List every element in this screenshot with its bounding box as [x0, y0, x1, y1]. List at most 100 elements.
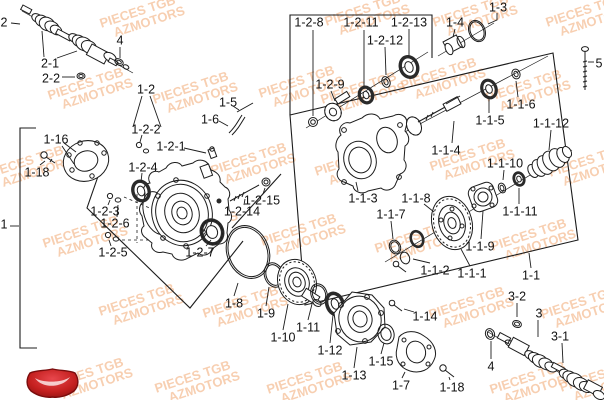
part-label-3: 3	[536, 307, 543, 321]
leader-line-1-1-9	[480, 210, 484, 240]
bolt-1-18-bottom	[439, 364, 455, 378]
washer-4-front	[114, 58, 130, 70]
part-label-1-2-9: 1-2-9	[315, 78, 344, 92]
leader-line-1-2-3	[107, 199, 111, 206]
part-label-2-1: 2-1	[41, 57, 59, 71]
leader-line-1-2-9	[330, 90, 336, 102]
part-label-1-2-7: 1-2-7	[185, 246, 214, 260]
part-label-1-16: 1-16	[43, 133, 68, 147]
gear-assembly-1-10	[276, 258, 322, 307]
part-label-1-1-5: 1-1-5	[475, 114, 504, 128]
part-label-1-1-8: 1-1-8	[401, 192, 430, 206]
bearing-1-2-11	[357, 85, 375, 105]
part-label-1: 1	[1, 218, 8, 232]
part-label-1-1-1: 1-1-1	[457, 267, 486, 281]
leader-line-1-13	[353, 346, 358, 369]
bearing-1-2-7	[199, 218, 225, 246]
leader-line-1-7	[401, 371, 406, 379]
part-label-1-5: 1-5	[219, 96, 237, 110]
leader-line-1-4	[452, 28, 456, 38]
pinion-bearing-set	[480, 68, 521, 100]
leader-line-1-11	[307, 303, 313, 321]
part-label-1-1: 1-1	[522, 269, 540, 283]
leader-line-2-1	[41, 30, 45, 58]
part-label-1-1-6: 1-1-6	[506, 98, 535, 112]
differential-subassembly-box	[289, 52, 579, 306]
part-label-1-8: 1-8	[225, 297, 243, 311]
leader-line-2-1	[56, 50, 78, 59]
boot-1-1-12	[527, 145, 573, 178]
seal-1-2-13	[398, 55, 420, 79]
leader-line-1-10	[282, 303, 289, 331]
leader-line-1-18-top	[39, 160, 46, 166]
part-label-1-1-10: 1-1-10	[487, 157, 523, 171]
part-label-1-2-6: 1-2-6	[100, 217, 129, 231]
part-label-1-1-9: 1-1-9	[465, 240, 494, 254]
leader-line-1-2-7	[205, 239, 212, 247]
leader-line-1-15	[380, 342, 385, 355]
part-label-1-2-12: 1-2-12	[367, 34, 403, 48]
oring-1-8	[225, 225, 271, 279]
housing-fasteners	[104, 141, 153, 243]
leader-line-1-3	[487, 13, 498, 25]
leader-line-1-1-12	[548, 129, 552, 151]
leader-line-1-16	[61, 145, 75, 165]
part-label-1-18-top: 1-18	[24, 166, 49, 180]
leader-line-1-2-15	[262, 187, 266, 195]
housing-box-right-edge	[231, 173, 282, 229]
leader-line-1-18-bottom	[448, 376, 451, 381]
part-label-1-2-15: 1-2-15	[244, 194, 280, 208]
leader-line-1-2-6	[116, 204, 119, 218]
leader-line-1-12	[329, 314, 334, 344]
side-cover-1-13	[333, 291, 386, 346]
gasket-plate-1-7	[395, 331, 437, 373]
oring-1-3	[468, 19, 486, 43]
part-label-1-6: 1-6	[201, 113, 219, 127]
leader-line-1-14	[403, 308, 415, 313]
part-label-1-14: 1-14	[412, 310, 437, 324]
oring-3-2	[512, 319, 522, 329]
front-cv-axle	[19, 4, 134, 80]
snap-ring-2-2	[76, 72, 86, 80]
leader-line-1-8	[233, 282, 239, 297]
leader-lines-layer	[10, 13, 594, 381]
part-label-1-2-3: 1-2-3	[90, 205, 119, 219]
part-label-1-3: 1-3	[489, 1, 507, 15]
part-label-1-1-4: 1-1-4	[431, 144, 460, 158]
circlip-4-rear	[484, 328, 496, 340]
part-label-1-2-5: 1-2-5	[98, 246, 127, 260]
leader-line-1-1-10	[502, 169, 505, 181]
part-label-1-2: 1-2	[137, 83, 155, 97]
part-label-1-2-1: 1-2-1	[156, 140, 185, 154]
leader-line-1-1-4	[451, 120, 455, 144]
leader-line-1-2-1	[183, 147, 207, 154]
leader-line-1-1	[528, 252, 532, 269]
group-boxes	[86, 14, 579, 309]
part-label-1-1-2: 1-1-2	[420, 264, 449, 278]
part-label-1-2-2: 1-2-2	[131, 123, 160, 137]
nut-1-1-11	[512, 171, 526, 187]
part-label-1-1-11: 1-1-11	[502, 205, 537, 219]
leader-line-1-2-5	[108, 239, 112, 247]
breather-tube	[228, 102, 254, 136]
leader-line-1-2-14	[243, 198, 246, 206]
part-label-1-2-11: 1-2-11	[343, 16, 378, 30]
bolt-1-18-top	[40, 151, 56, 164]
leader-line-1-9	[265, 286, 270, 307]
part-label-1-11: 1-11	[296, 321, 320, 335]
output-flange-1-1-9	[467, 181, 499, 213]
bolt-1-14	[388, 260, 407, 312]
part-label-1-9: 1-9	[257, 307, 275, 321]
part-label-3-1: 3-1	[551, 330, 569, 344]
leader-line-1-1-2	[412, 258, 431, 264]
part-label-1-1-3: 1-1-3	[348, 192, 377, 206]
